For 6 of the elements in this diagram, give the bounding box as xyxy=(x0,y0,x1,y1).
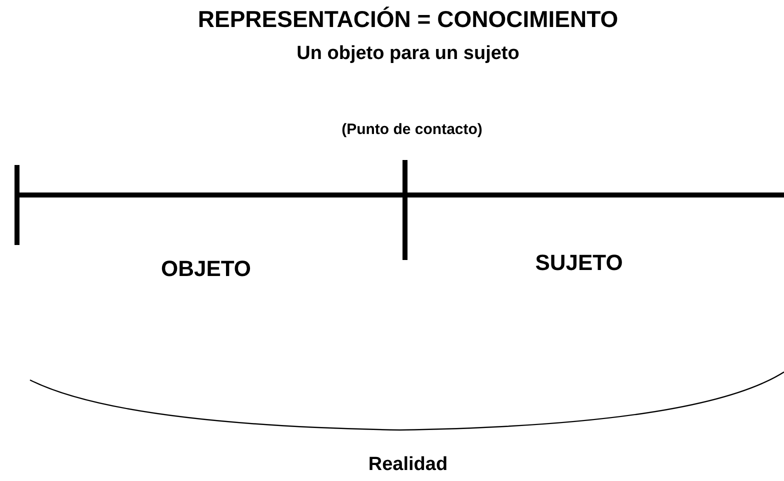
caption-label: Realidad xyxy=(368,454,448,476)
section-label: SUJETO xyxy=(535,250,623,276)
subtitle: Un objeto para un sujeto xyxy=(296,43,520,65)
section-label: OBJETO xyxy=(160,256,252,282)
annotation: (Punto de contacto) xyxy=(342,121,482,138)
title: REPRESENTACIÓN = CONOCIMIENTO xyxy=(198,6,618,33)
